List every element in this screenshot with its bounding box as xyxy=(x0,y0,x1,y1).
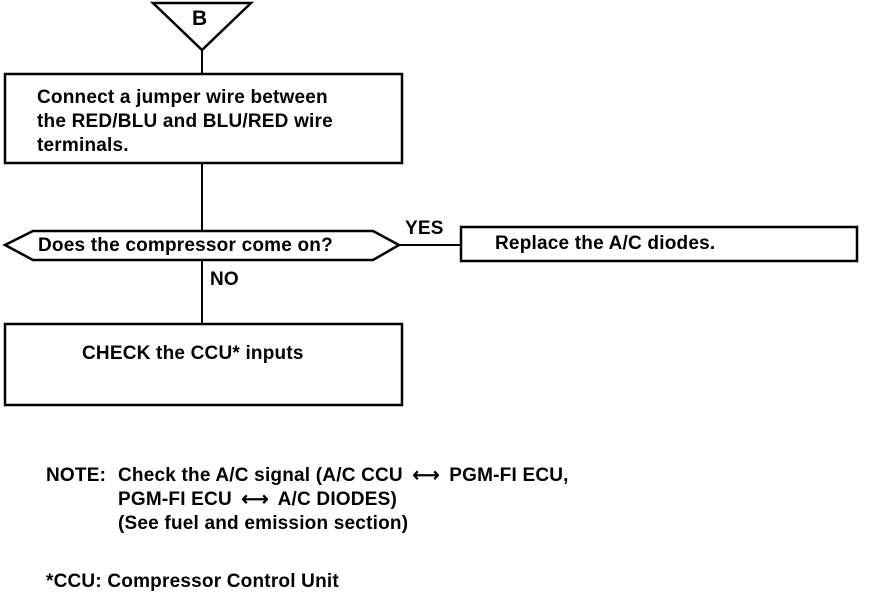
note-line-2-end: A/C DIODES) xyxy=(277,489,397,510)
note-line-1-text: Check the A/C signal (A/C CCU xyxy=(118,465,403,486)
yes-action-box xyxy=(459,225,859,263)
no-label: NO xyxy=(210,269,239,290)
connector-b-triangle xyxy=(149,1,255,52)
bidirectional-arrow-icon: ⟷ xyxy=(241,489,269,510)
bidirectional-arrow-icon: ⟷ xyxy=(412,465,440,486)
step1-line-1: Connect a jumper wire between xyxy=(37,87,328,108)
no-action-box xyxy=(3,322,404,407)
connector-label: B xyxy=(192,7,208,30)
note-line-3: (See fuel and emission section) xyxy=(118,513,409,534)
note-line-1-end: PGM-FI ECU, xyxy=(449,465,569,486)
note-line-2-start: PGM-FI ECU xyxy=(118,489,232,510)
step1-line-3: terminals. xyxy=(37,135,129,156)
note-prefix: NOTE: xyxy=(46,465,107,486)
no-action-text: CHECK the CCU* inputs xyxy=(82,343,304,364)
step1-box xyxy=(3,72,404,165)
note-line-2: PGM-FI ECU ⟷ A/C DIODES) xyxy=(118,486,397,514)
yes-label: YES xyxy=(405,218,444,239)
step1-line-2: the RED/BLU and BLU/RED wire xyxy=(37,111,333,132)
footnote: *CCU: Compressor Control Unit xyxy=(46,571,339,592)
decision-question: Does the compressor come on? xyxy=(38,235,333,256)
note-line-1: Check the A/C signal (A/C CCU ⟷ PGM-FI E… xyxy=(118,462,569,490)
yes-action-text: Replace the A/C diodes. xyxy=(495,233,716,254)
